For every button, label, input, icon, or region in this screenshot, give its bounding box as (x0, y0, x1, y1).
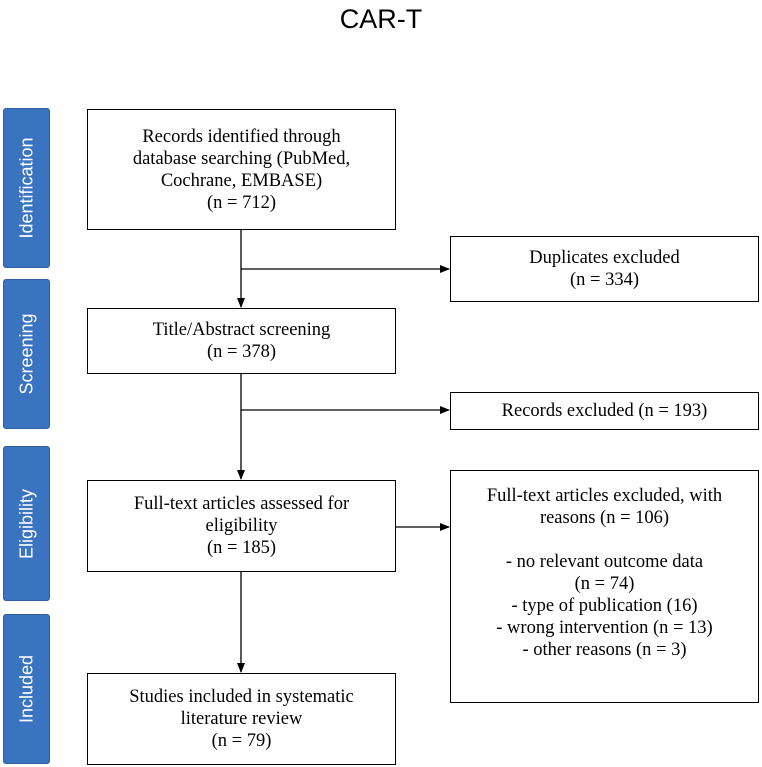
title-abstract-screening-box: Title/Abstract screening (n = 378) (87, 308, 396, 374)
phase-screening: Screening (3, 279, 50, 429)
diagram-title: CAR-T (339, 4, 423, 34)
exclusion-reason: - wrong intervention (n = 13) (496, 618, 713, 638)
studies-included-box: Studies included in systematic literatur… (87, 673, 396, 765)
box-count: (n = 79) (211, 731, 272, 751)
box-count: (n = 334) (569, 270, 639, 290)
box-text: Cochrane, EMBASE) (160, 170, 323, 191)
box-count: (n = 378) (206, 342, 276, 362)
box-text: Duplicates excluded (529, 248, 680, 268)
box-text: eligibility (205, 516, 278, 536)
full-text-assessed-box: Full-text articles assessed for eligibil… (87, 480, 396, 572)
box-text: Records identified through (142, 126, 341, 147)
phase-identification: Identification (3, 108, 50, 268)
box-text: Full-text articles assessed for (133, 494, 350, 514)
exclusion-reason: - no relevant outcome data (505, 552, 704, 572)
box-count: (n = 712) (206, 192, 276, 213)
exclusion-reason-count: (n = 74) (574, 574, 635, 594)
box-text: reasons (n = 106) (539, 508, 670, 528)
box-text: Title/Abstract screening (152, 320, 331, 340)
box-text: literature review (180, 709, 303, 729)
box-text: Studies included in systematic (129, 687, 354, 707)
box-count: (n = 185) (206, 538, 276, 558)
duplicates-excluded-box: Duplicates excluded (n = 334) (450, 236, 759, 302)
box-text: Records excluded (n = 193) (501, 401, 708, 421)
box-text: database searching (PubMed, (132, 148, 351, 169)
exclusion-reason: - other reasons (n = 3) (522, 640, 687, 660)
phase-included: Included (3, 614, 50, 764)
full-text-excluded-box: Full-text articles excluded, with reason… (450, 470, 759, 703)
phase-eligibility: Eligibility (3, 446, 50, 601)
exclusion-reason: - type of publication (16) (511, 596, 698, 616)
records-excluded-box: Records excluded (n = 193) (450, 392, 759, 430)
records-identified-box: Records identified through database sear… (87, 109, 396, 230)
box-text: Full-text articles excluded, with (486, 486, 723, 506)
